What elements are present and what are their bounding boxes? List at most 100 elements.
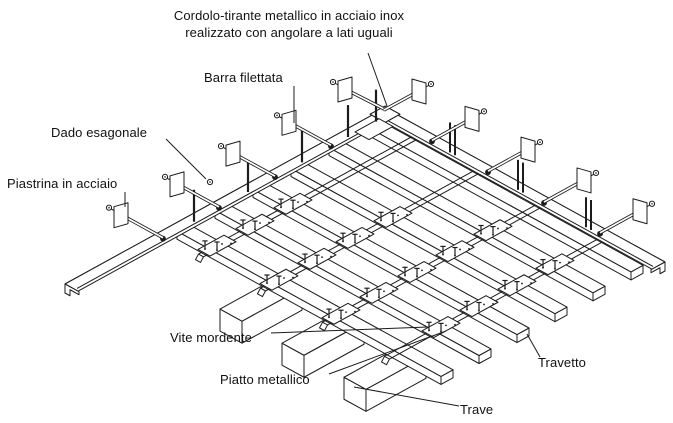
plate-hole xyxy=(454,323,456,326)
plate-hole xyxy=(259,222,261,224)
hex-nut-center xyxy=(164,176,166,178)
plate-hole xyxy=(354,310,356,313)
plate-hole xyxy=(397,214,399,217)
plate-hole xyxy=(492,303,494,305)
leader-piatto-metallico xyxy=(328,330,447,375)
anchor-steel-plate xyxy=(632,198,648,225)
plate-hole xyxy=(383,290,385,293)
plate-hole xyxy=(568,261,570,263)
coach-screw-base xyxy=(366,295,368,298)
leader-travetto xyxy=(526,333,541,358)
leader-trave xyxy=(353,386,460,407)
corner-splice-plate xyxy=(354,118,394,141)
anchor-steel-plate xyxy=(464,105,480,132)
hex-nut-center xyxy=(430,83,432,85)
plate-hole xyxy=(421,269,423,272)
anchor-steel-plate xyxy=(576,167,592,194)
coach-screw-base xyxy=(342,240,344,243)
leader-vite-mordente xyxy=(270,326,429,334)
plate-hole xyxy=(530,282,532,284)
coach-screw-base xyxy=(378,296,380,299)
hex-nut-center xyxy=(595,172,597,174)
label-hex-nut: Dado esagonale xyxy=(51,125,148,140)
strap-edge xyxy=(384,235,603,357)
hex-nut-center xyxy=(651,202,653,205)
coach-screw-base xyxy=(380,219,382,222)
plate-hole xyxy=(268,221,270,224)
coach-screw-base xyxy=(480,232,482,235)
coach-screw-base xyxy=(266,282,268,284)
diagram-title: Cordolo-tirante metallico in acciaio ino… xyxy=(118,7,460,41)
plate-hole xyxy=(445,324,447,327)
coach-screw-base xyxy=(328,316,330,318)
label-coach-screw: Vite mordente xyxy=(170,330,252,345)
plate-hole xyxy=(221,243,223,245)
plate-hole xyxy=(330,255,332,258)
leader-cordolo xyxy=(367,52,388,107)
strap-edge xyxy=(260,167,479,289)
coach-screw-base xyxy=(416,275,418,278)
plate-hole xyxy=(306,200,308,203)
coach-screw-base xyxy=(516,288,518,291)
label-joist: Travetto xyxy=(538,355,587,370)
plate-hole xyxy=(392,289,394,292)
coach-screw-base xyxy=(466,308,468,311)
coach-screw-base xyxy=(478,309,480,312)
hex-nut-center xyxy=(539,141,541,143)
coach-screw-base xyxy=(504,287,506,290)
label-metal-plate: Piatto metallico xyxy=(220,372,310,387)
coach-screw-base xyxy=(428,329,430,332)
coach-screw-base xyxy=(216,249,218,251)
coach-screw-base xyxy=(254,228,256,231)
coach-screw-base xyxy=(492,233,494,236)
hex-nut-center xyxy=(276,114,278,117)
hex-nut-center xyxy=(108,206,110,209)
strap-end-cap xyxy=(381,355,390,366)
hex-nut-center xyxy=(220,145,222,147)
plate-hole xyxy=(368,234,370,237)
anchor-steel-plate xyxy=(169,171,185,198)
coach-screw-base xyxy=(292,207,294,210)
coach-screw-base xyxy=(204,248,206,250)
right-angle-flange-edge xyxy=(378,115,654,267)
coach-screw-base xyxy=(554,267,556,270)
leader-dado-esagonale xyxy=(165,138,207,180)
anchor-steel-plate xyxy=(411,78,427,105)
coach-screw-base xyxy=(340,317,342,320)
plate-hole xyxy=(483,303,485,306)
coach-screw-base xyxy=(278,283,280,285)
plate-hole xyxy=(297,201,299,204)
coach-screw-base xyxy=(354,241,356,244)
title-line-2: realizzato con angolare a lati uguali xyxy=(185,25,393,40)
right-angle-end-section xyxy=(650,261,666,275)
hex-nut-center xyxy=(332,81,334,83)
anchor-steel-plate xyxy=(520,136,536,163)
coach-screw-base xyxy=(316,262,318,265)
plate-hole xyxy=(497,227,499,230)
strap-end-cap xyxy=(195,253,204,263)
anchor-steel-plate xyxy=(337,76,353,103)
coach-screw-base xyxy=(304,261,306,263)
plate-hole xyxy=(506,227,508,229)
anchor-steel-plate xyxy=(113,202,129,229)
label-threaded-bar: Barra filettata xyxy=(204,70,283,85)
plate-hole xyxy=(359,235,361,238)
coach-screw-base xyxy=(454,254,456,257)
strap-end-cap xyxy=(257,287,266,298)
plate-hole xyxy=(559,261,561,264)
strap-edge xyxy=(389,238,608,360)
hex-nut-center xyxy=(209,181,211,183)
left-angle-end-section xyxy=(64,283,80,297)
plate-hole xyxy=(459,248,461,251)
label-steel-plate: Piastrina in acciaio xyxy=(7,176,118,191)
strap-edge xyxy=(203,136,422,258)
plate-hole xyxy=(468,248,470,250)
coach-screw-base xyxy=(392,220,394,223)
strap-edge xyxy=(327,204,546,326)
strap-edge xyxy=(198,133,417,255)
hex-nut-center xyxy=(483,110,485,113)
plate-hole xyxy=(406,213,408,216)
coach-screw-base xyxy=(442,253,444,256)
plate-hole xyxy=(230,242,232,245)
